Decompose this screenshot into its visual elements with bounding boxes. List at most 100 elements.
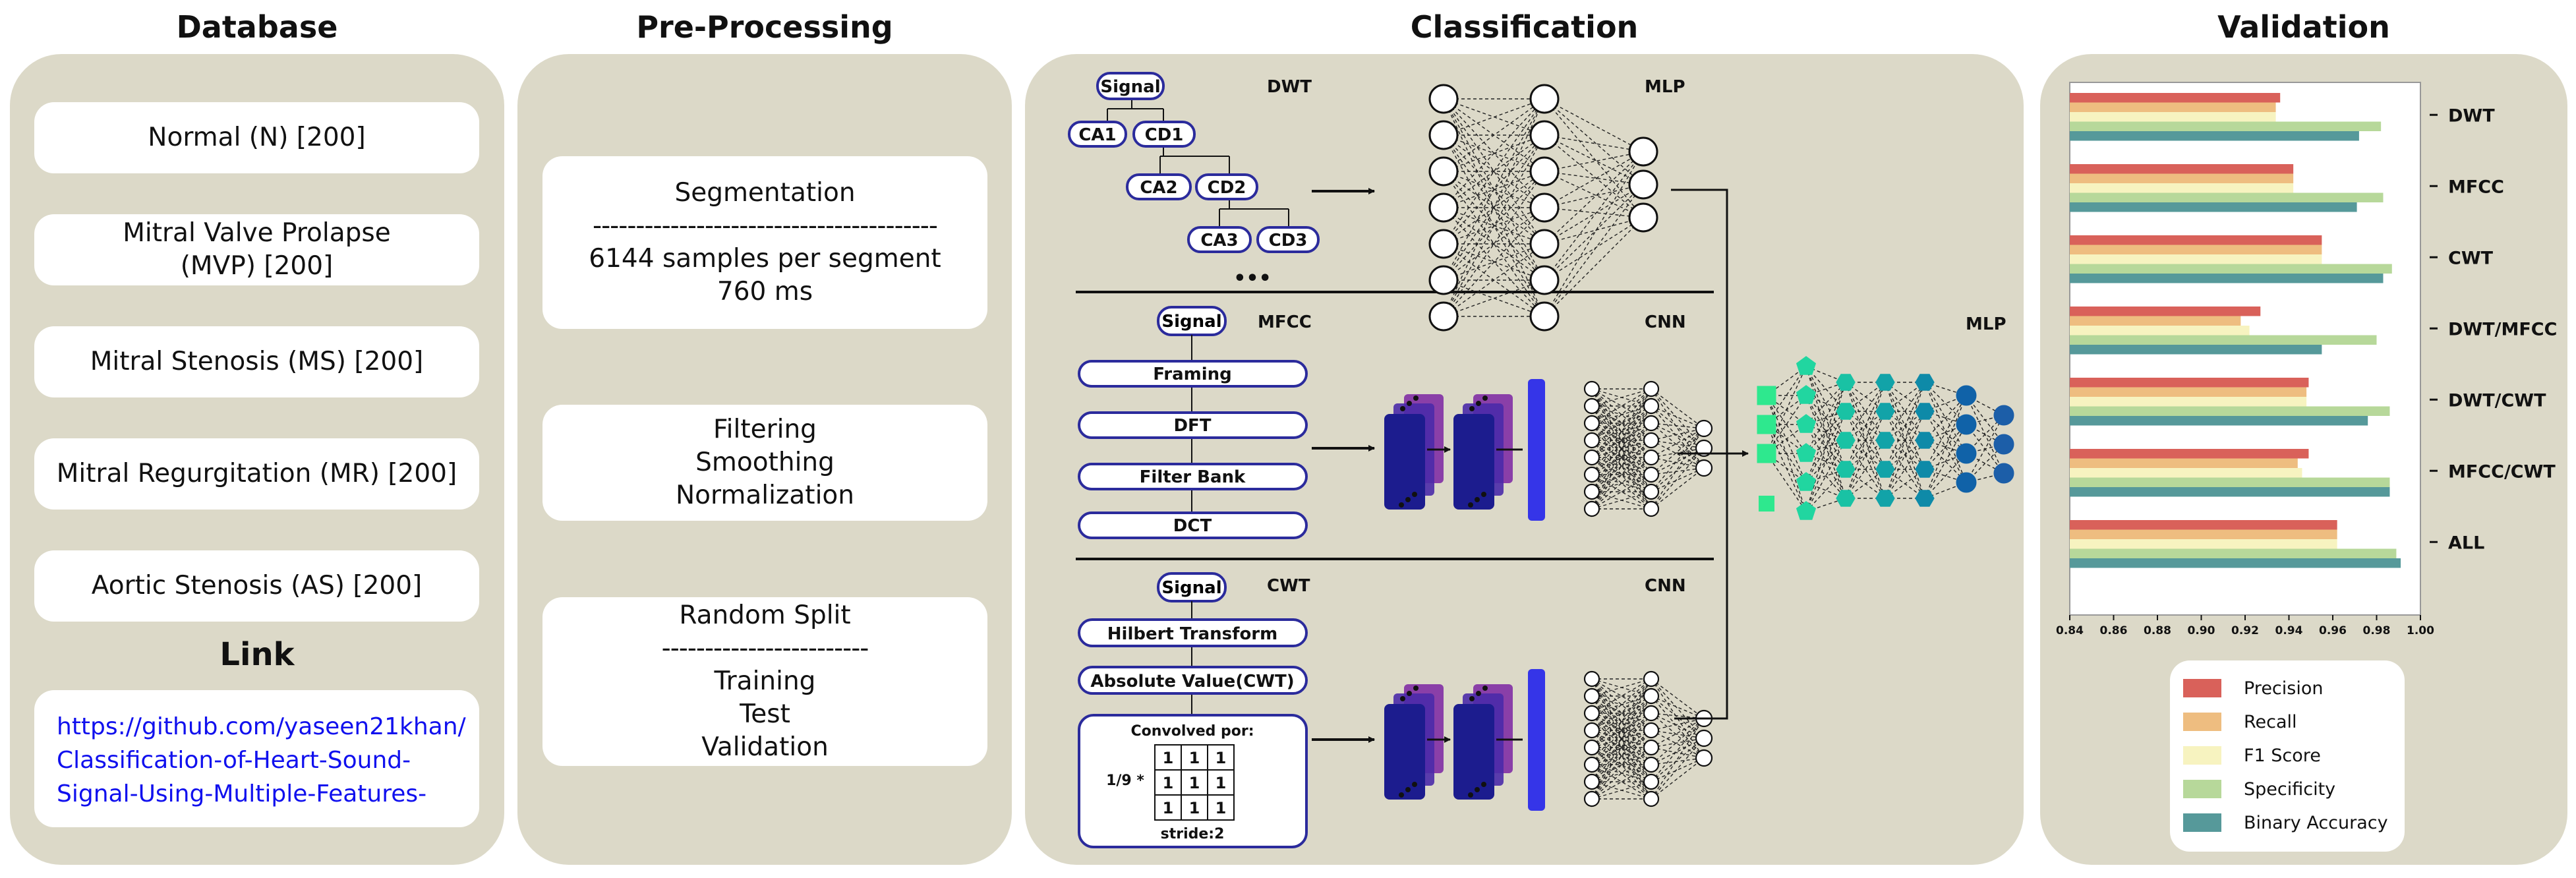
mfcc-cnn-mlp-connection: [1591, 440, 1652, 510]
legend-swatch: [2183, 679, 2221, 697]
cwt-cnn-mlp-connection: [1651, 678, 1705, 719]
classification-diagram: Signal CA1 CD1 CA2 CD2 CA3 CD3 ••• DWT M…: [1068, 72, 2014, 848]
cwt-cnn-mlp-connection: [1651, 738, 1705, 748]
cwt-cnn-mlp-connection: [1651, 757, 1705, 800]
cwt-cnn-mlp-connection: [1591, 713, 1652, 782]
dwt-mlp-connection: [1544, 98, 1644, 152]
cwt-signal-node: Signal: [1161, 578, 1221, 598]
fusion-mlp-connection: [1924, 395, 1967, 499]
dwt-mlp-connection: [1544, 217, 1644, 281]
class-as-card: Aortic Stenosis (AS) [200]: [34, 550, 479, 622]
validation-title: Validation: [2217, 9, 2390, 45]
cwt-cnn-mlp-node: [1643, 705, 1660, 722]
split-test: Test: [740, 699, 790, 729]
fusion-mlp-connection: [1966, 415, 2005, 483]
mfcc-cnn-mlp-connection: [1651, 440, 1705, 449]
dwt-mlp-connection: [1443, 134, 1545, 208]
fusion-mlp-node: [1836, 432, 1856, 449]
database-title: Database: [176, 9, 338, 45]
cwt-cnn-mlp-node: [1583, 705, 1600, 722]
cwt-cnn-mlp-connection: [1591, 678, 1652, 782]
mfcc-cnn-mlp-node: [1643, 415, 1660, 432]
kernel-cell: [1207, 794, 1235, 821]
class-mvp-label-line2: (MVP) [200]: [180, 251, 334, 281]
cwt-cnn-stack-dot: [1412, 782, 1417, 787]
mfcc-cnn-mlp-connection: [1651, 467, 1705, 510]
mfcc-step-dct: DCT: [1173, 516, 1212, 536]
bar-specificity: [2070, 264, 2392, 274]
chart-legend: [2170, 660, 2405, 852]
fusion-mlp-node: [1836, 403, 1856, 420]
cwt-cnn-mlp-node: [1583, 688, 1600, 705]
repository-link[interactable]: https://github.com/yaseen21khan/ Classif…: [34, 690, 479, 827]
bar-recall: [2070, 458, 2298, 468]
cwt-cnn-mlp-node: [1583, 739, 1600, 756]
bar-f1-score: [2070, 539, 2337, 549]
mfcc-cnn-mlp-connection: [1591, 405, 1652, 424]
mfcc-cnn-mlp-connection: [1651, 428, 1705, 510]
fusion-mlp-connection: [1885, 382, 1925, 499]
cwt-cnn-mlp-node: [1695, 729, 1713, 747]
mfcc-cnn-mlp-connection: [1651, 388, 1705, 449]
fusion-mlp-node: [1757, 415, 1776, 434]
class-normal-card: Normal (N) [200]: [34, 102, 479, 173]
repository-link-line1[interactable]: https://github.com/yaseen21khan/: [57, 713, 466, 740]
dwt-mlp-node: [1529, 156, 1560, 187]
mfcc-cnn-mlp-node: [1583, 483, 1600, 500]
mfcc-model-label: CNN: [1645, 312, 1686, 332]
mfcc-cnn-mlp-connection: [1591, 388, 1652, 458]
fusion-mlp-connection: [1805, 382, 1846, 454]
fusion-mlp-connection: [1805, 440, 1846, 483]
fusion-mlp-node: [1759, 496, 1774, 512]
mfcc-cnn-mlp-connection: [1591, 440, 1652, 492]
mfcc-cnn-mlp-node: [1643, 432, 1660, 449]
cwt-cnn-mlp-node: [1695, 749, 1713, 767]
filtering-label: Filtering: [713, 415, 817, 445]
mfcc-cnn-stack-dot: [1476, 401, 1481, 406]
cwt-cnn-mlp-connection: [1591, 678, 1652, 800]
bar-binary-accuracy: [2070, 274, 2384, 283]
kernel-cell-value: 1: [1189, 799, 1200, 817]
cwt-cnn-network: [1384, 669, 1713, 811]
mfcc-cnn-mlp-connection: [1591, 388, 1652, 441]
cwt-cnn-mlp-connection: [1591, 713, 1652, 765]
dwt-mlp-connection: [1443, 279, 1545, 317]
normalization-label: Normalization: [675, 480, 855, 510]
fusion-mlp-connection: [1805, 366, 1846, 441]
mfcc-step-dft: DFT: [1173, 416, 1211, 436]
y-tick-label: DWT: [2448, 105, 2495, 126]
repository-link-line3[interactable]: Signal-Using-Multiple-Features-: [57, 780, 427, 808]
bar-f1-score: [2070, 112, 2276, 122]
repository-link-line2[interactable]: Classification-of-Heart-Sound-: [57, 747, 411, 775]
cwt-cnn-mlp-connection: [1651, 695, 1705, 739]
fusion-model-label: MLP: [1966, 314, 2006, 334]
fusion-mlp-node: [1993, 434, 2014, 455]
x-tick-label: 1.00: [2407, 624, 2434, 637]
dwt-mlp-connection: [1544, 134, 1644, 185]
legend-label: F1 Score: [2244, 746, 2321, 766]
mfcc-cnn-mlp-connection: [1651, 467, 1705, 475]
fusion-mlp-connection: [1805, 382, 1846, 512]
random-split-title: Random Split: [679, 600, 851, 631]
fusion-mlp-node: [1836, 490, 1856, 507]
mfcc-cnn-mlp-node: [1583, 380, 1600, 397]
dwt-mlp-node: [1428, 192, 1459, 223]
cwt-cnn-stack-dot: [1413, 686, 1419, 691]
dwt-mlp-connection: [1443, 98, 1545, 172]
cwt-cnn-mlp-connection: [1651, 695, 1705, 719]
dwt-mlp-node: [1529, 84, 1560, 114]
cwt-cnn-mlp-connection: [1591, 764, 1652, 782]
bar-specificity: [2070, 477, 2390, 487]
segmentation-title: Segmentation: [674, 178, 856, 208]
dwt-node-cd1: CD1: [1145, 125, 1184, 145]
mfcc-cnn-stack-dot: [1405, 497, 1411, 502]
fusion-mlp-connection: [1805, 411, 1846, 483]
dwt-mlp-node: [1529, 120, 1560, 150]
bar-recall: [2070, 245, 2322, 254]
cwt-cnn-mlp-connection: [1651, 757, 1705, 765]
bar-specificity: [2070, 192, 2384, 202]
fusion-mlp-node: [1915, 374, 1935, 391]
mfcc-cnn-mlp-connection: [1651, 467, 1705, 492]
dwt-mlp-connection: [1443, 134, 1545, 317]
